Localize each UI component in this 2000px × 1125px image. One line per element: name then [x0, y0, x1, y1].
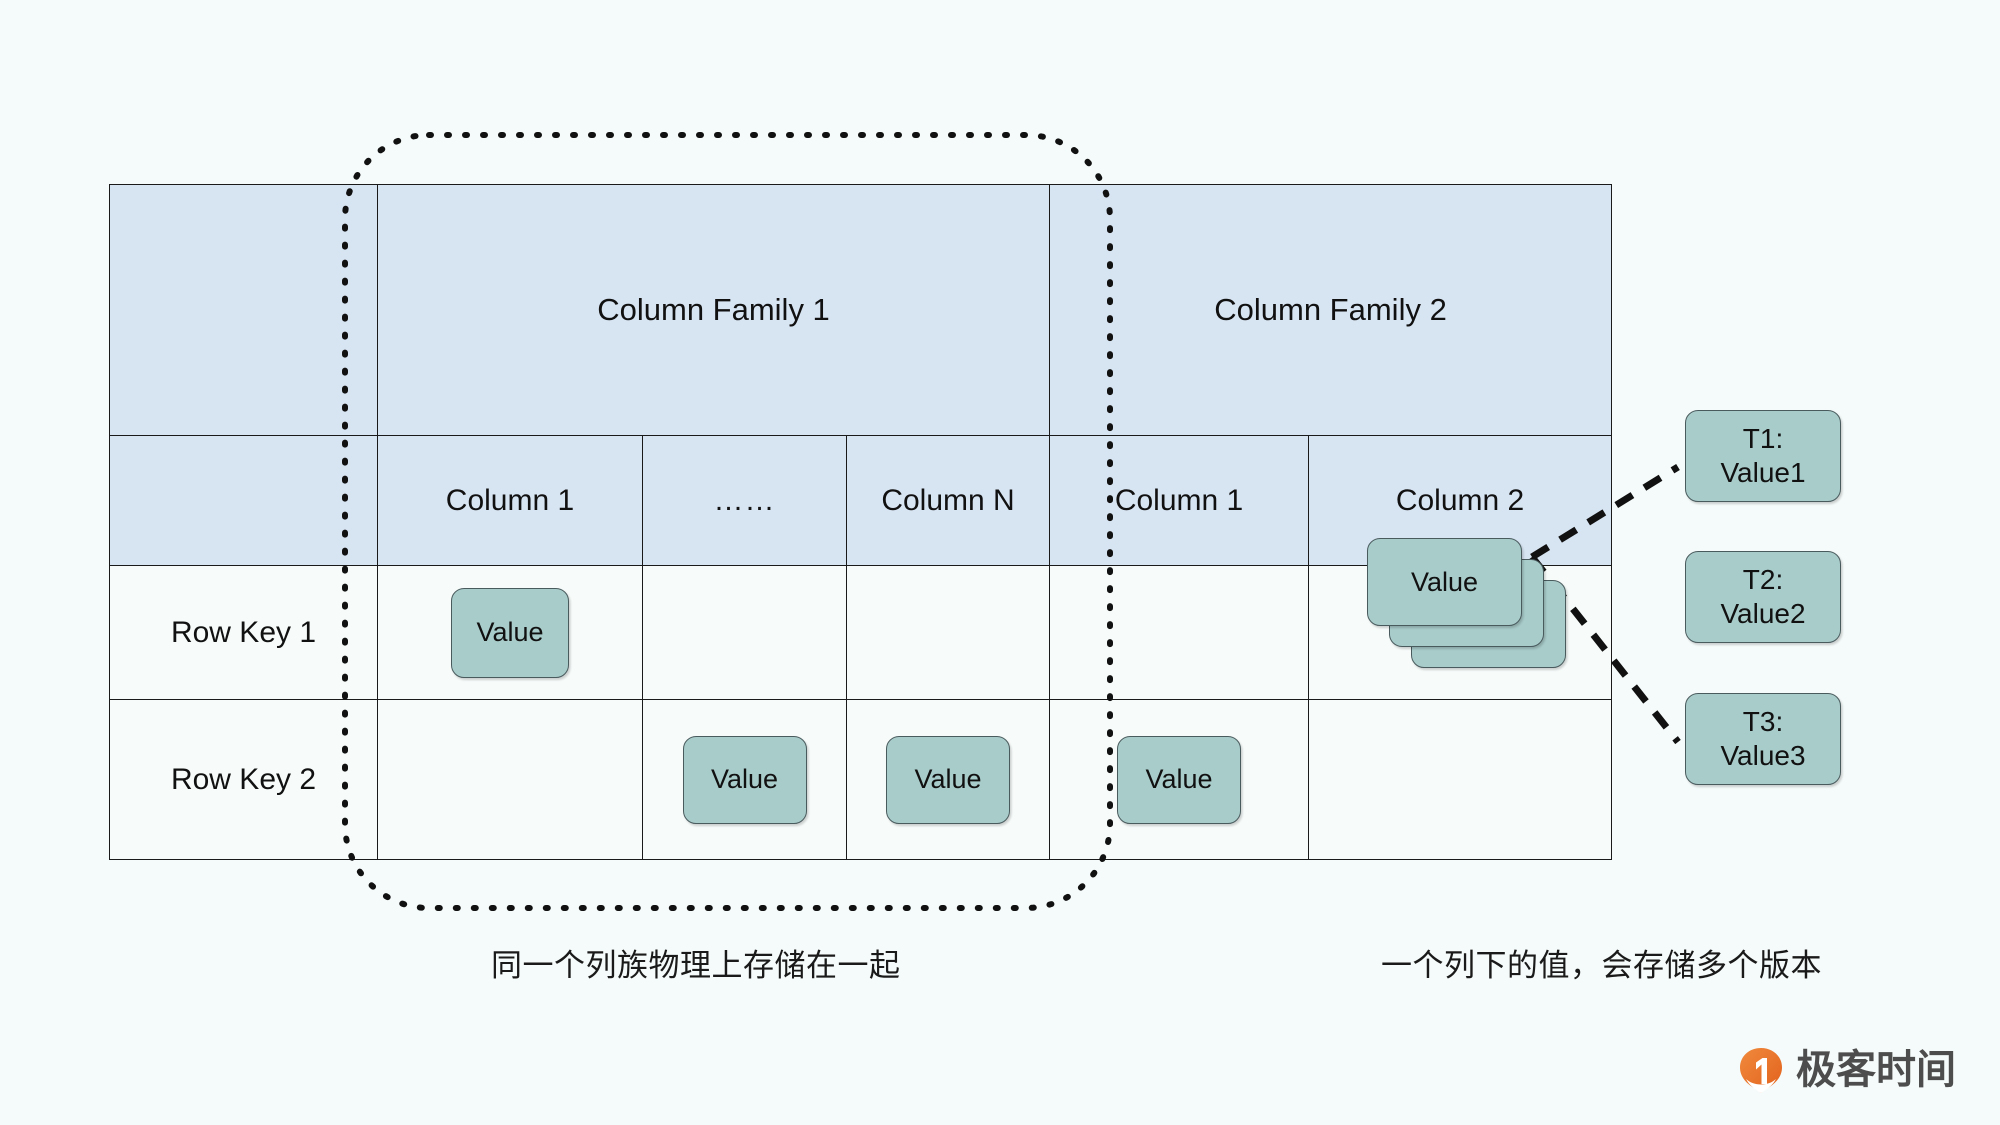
column-family-1-label: Column Family 1	[597, 291, 830, 327]
row-key-cell-1: Row Key 1	[109, 565, 378, 700]
cell-r1-cf2-col1	[1049, 565, 1310, 700]
cell-r1-cf1-coln	[845, 565, 1051, 700]
column-family-2-label: Column Family 2	[1214, 291, 1447, 327]
value-chip-version-1: Value	[1367, 538, 1522, 626]
cell-r1-cf1-ellipsis	[642, 565, 847, 700]
version-value-label: Value3	[1720, 740, 1806, 771]
version-box-t2: T2: Value2	[1685, 551, 1841, 643]
version-time-label: T1:	[1742, 422, 1784, 454]
column-label: Column N	[881, 484, 1015, 517]
column-label: Column 1	[445, 484, 575, 517]
geekbang-logo: 极客时间	[1737, 1046, 1956, 1094]
value-chip: Value	[886, 735, 1011, 824]
cell-r2-cf2-col1: Value	[1049, 699, 1310, 860]
column-family-2-header: Column Family 2	[1049, 184, 1613, 436]
column-family-1-header: Column Family 1	[376, 184, 1051, 436]
cell-r2-cf1-col1	[377, 699, 643, 860]
version-box-t1: T1: Value1	[1685, 410, 1841, 502]
column-label-ellipsis: ……	[713, 483, 776, 517]
geekbang-logo-icon	[1740, 1048, 1782, 1093]
table-corner-cell-2	[109, 435, 378, 566]
column-header-cf1-coln: Column N	[845, 435, 1051, 566]
row-key-label: Row Key 1	[170, 616, 317, 649]
column-label: Column 2	[1395, 484, 1525, 517]
value-chip: Value	[682, 735, 807, 824]
column-header-cf1-ellipsis: ……	[642, 435, 847, 566]
column-label: Column 1	[1114, 484, 1244, 517]
stacked-value-chips: Value	[1367, 538, 1567, 668]
caption-column-family: 同一个列族物理上存储在一起	[491, 948, 901, 983]
version-value-label: Value2	[1720, 598, 1806, 629]
row-key-cell-2: Row Key 2	[109, 699, 378, 860]
hbase-table: Column Family 1 Column Family 2 Column 1…	[109, 184, 1613, 860]
version-box-t3: T3: Value3	[1685, 693, 1841, 785]
version-time-label: T3:	[1742, 705, 1784, 737]
column-family-header-row: Column Family 1 Column Family 2	[109, 184, 1613, 436]
column-header-cf1-col1: Column 1	[377, 435, 643, 566]
cell-r2-cf1-ellipsis: Value	[642, 699, 847, 860]
table-corner-cell	[109, 184, 378, 436]
geekbang-logo-text: 极客时间	[1796, 1048, 1956, 1092]
caption-versions: 一个列下的值，会存储多个版本	[1381, 948, 1822, 983]
column-header-cf2-col1: Column 1	[1049, 435, 1310, 566]
row-key-label: Row Key 2	[170, 763, 317, 796]
value-chip: Value	[1117, 735, 1242, 824]
table-row: Row Key 2 Value Value Value	[109, 699, 1613, 860]
version-time-label: T2:	[1742, 563, 1784, 595]
cell-r2-cf1-coln: Value	[845, 699, 1051, 860]
cell-r1-cf1-col1: Value	[377, 565, 643, 700]
cell-r2-cf2-col2	[1308, 699, 1613, 860]
value-chip: Value	[451, 587, 569, 678]
version-value-label: Value1	[1720, 457, 1806, 488]
